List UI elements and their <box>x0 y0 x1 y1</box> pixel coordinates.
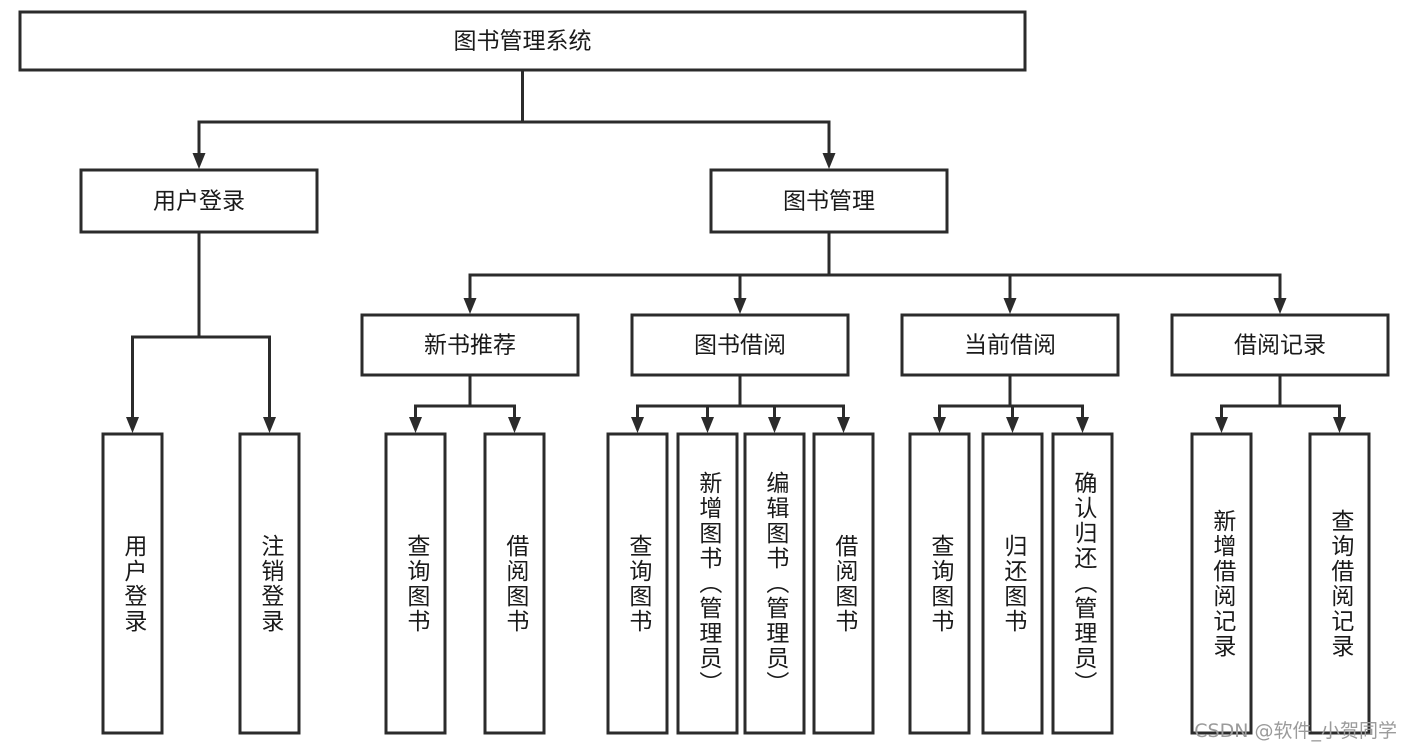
node-label-borrow-record: 借阅记录 <box>1234 333 1326 359</box>
node-label-user-login: 用户登录 <box>153 189 245 215</box>
node-box-new-book-recommend[interactable] <box>360 313 580 377</box>
node-label-book-manage: 图书管理 <box>783 189 875 215</box>
node-box-leaf-add-book[interactable] <box>676 432 739 735</box>
node-box-leaf-edit-book[interactable] <box>743 432 806 735</box>
node-box-leaf-return-book[interactable] <box>981 432 1044 735</box>
node-box-leaf-user-logout[interactable] <box>238 432 301 735</box>
node-box-book-manage[interactable] <box>709 168 949 234</box>
node-box-leaf-borrow-book[interactable] <box>812 432 875 735</box>
edge-layer <box>126 68 1346 433</box>
watermark-text: CSDN @软件_小贺同学 <box>1194 720 1397 742</box>
node-box-leaf-query-book-rec[interactable] <box>384 432 447 735</box>
node-label-book-borrow: 图书借阅 <box>694 333 786 359</box>
node-box-root[interactable] <box>18 10 1027 72</box>
node-box-leaf-borrow-book-rec[interactable] <box>483 432 546 735</box>
node-label-new-book-recommend: 新书推荐 <box>424 333 516 359</box>
node-box-book-borrow[interactable] <box>630 313 850 377</box>
node-box-leaf-user-login[interactable] <box>101 432 164 735</box>
node-box-leaf-confirm-return[interactable] <box>1051 432 1114 735</box>
node-label-root: 图书管理系统 <box>454 29 592 55</box>
node-box-leaf-add-record[interactable] <box>1190 432 1253 735</box>
node-box-leaf-query-book-current[interactable] <box>908 432 971 735</box>
box-layer <box>18 10 1390 735</box>
node-label-current-borrow: 当前借阅 <box>964 333 1056 359</box>
node-box-borrow-record[interactable] <box>1170 313 1390 377</box>
node-box-leaf-query-book-borrow[interactable] <box>606 432 669 735</box>
node-box-user-login[interactable] <box>79 168 319 234</box>
node-box-leaf-query-record[interactable] <box>1308 432 1371 735</box>
node-box-current-borrow[interactable] <box>900 313 1120 377</box>
